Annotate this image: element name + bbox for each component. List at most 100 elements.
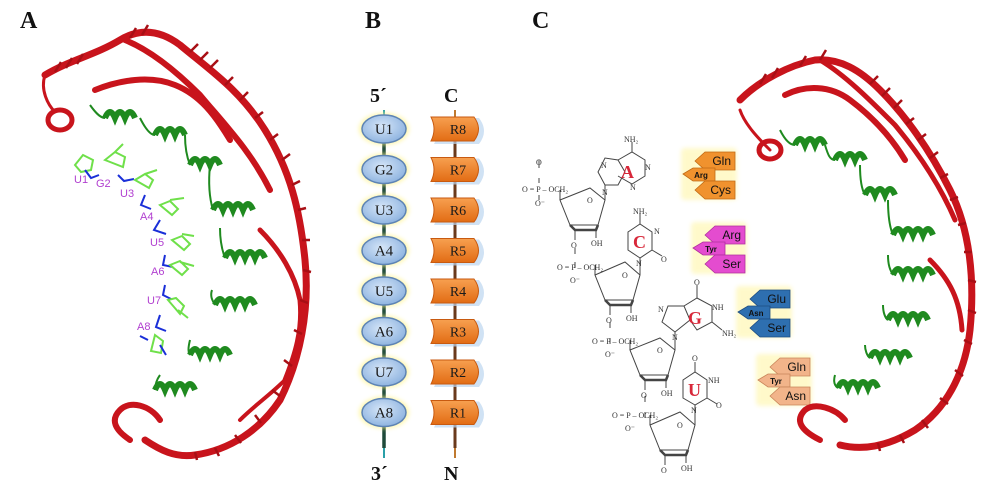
green-helix <box>152 126 188 143</box>
chem-n: N <box>658 305 664 314</box>
green-helices <box>792 136 936 396</box>
code-mid-residue: Tyr <box>770 377 782 386</box>
code-bottom-arrow <box>769 386 811 406</box>
green-helix <box>835 379 881 396</box>
code-top-residue: Arg <box>722 228 741 242</box>
chem-n: N <box>630 183 636 192</box>
chem-o: O <box>641 391 647 400</box>
code-mid-arrow <box>757 373 791 388</box>
protein-repeat: R5 <box>430 238 484 266</box>
chem-ring-o: O <box>657 346 663 355</box>
protein-repeat-label: R6 <box>450 204 466 219</box>
nucleotide-label: U5 <box>150 237 164 249</box>
protein-repeat: R1 <box>430 400 484 428</box>
green-loops <box>779 129 894 389</box>
chem-oh: OH <box>681 464 693 473</box>
nucleotide-oval: U5 <box>359 275 409 307</box>
green-helix <box>222 249 268 266</box>
nucleotide-oval-label: A4 <box>375 244 394 260</box>
nucleotide-oval: U1 <box>359 113 409 145</box>
chem-oh: OH <box>591 239 603 248</box>
protein-repeat: R6 <box>430 197 484 225</box>
chem-n: N <box>602 188 608 197</box>
chem-n: N <box>636 259 642 268</box>
green-helix <box>862 186 898 203</box>
code-mid-residue: Arg <box>694 171 708 180</box>
green-loops <box>89 104 226 391</box>
chem-nh2: NH₂ <box>624 135 639 144</box>
chem-nh: NH <box>712 303 724 312</box>
chem-o: O <box>692 354 698 363</box>
chem-n: N <box>672 333 678 342</box>
chem-oh: OH <box>661 389 673 398</box>
chem-nh2: NH₂ <box>633 207 648 216</box>
green-helix <box>187 346 233 363</box>
protein-c-terminus-label: C <box>444 85 458 107</box>
nucleotide-label: A4 <box>140 211 153 223</box>
code-bottom-arrow <box>749 318 791 338</box>
code-mid-arrow <box>692 241 726 256</box>
code-top-residue: Gln <box>712 154 731 168</box>
nucleotide-labels-a: U1 G2 U3 A4 U5 A6 U7 A8 <box>74 174 164 333</box>
code-mid-arrow <box>682 167 716 182</box>
chem-o-minus: O⁻ <box>625 424 635 433</box>
chem-n: N <box>601 161 607 170</box>
nucleotide-oval: U7 <box>359 356 409 388</box>
code-mid-residue: Asn <box>748 309 763 318</box>
nucleotide-oval-label: U5 <box>375 284 393 300</box>
green-helix <box>210 201 256 218</box>
code-bottom-residue: Cys <box>710 183 731 197</box>
chem-nh2: NH₂ <box>722 329 737 338</box>
protein-repeat: R7 <box>430 157 484 185</box>
code-top-residue: Gln <box>787 360 806 374</box>
chem-nh: NH <box>708 376 720 385</box>
green-helix <box>212 296 258 313</box>
chem-phosphate: O = P – OCH₂ <box>592 337 638 346</box>
base-letter-c: C <box>633 232 646 252</box>
chem-ring-o: O <box>677 421 683 430</box>
protein-repeat-label: R3 <box>450 326 466 341</box>
protein-repeat-label: R8 <box>450 123 466 138</box>
code-bottom-residue: Ser <box>767 321 786 335</box>
nucleotide-label: U1 <box>74 174 88 186</box>
base-letter-g: G <box>688 308 702 328</box>
chem-o: O <box>571 241 577 250</box>
chem-oh: OH <box>626 314 638 323</box>
red-coil-small <box>756 138 784 162</box>
chem-o: O <box>606 316 612 325</box>
code-bottom-arrow <box>704 254 746 274</box>
chem-o: O <box>661 466 667 475</box>
nucleotide-label: G2 <box>96 178 111 190</box>
nucleotide-g-structure <box>609 285 723 390</box>
protein-repeat: R8 <box>430 116 484 144</box>
chem-phosphate: O = P – OCH₂ <box>557 263 603 272</box>
nucleotide-oval: A8 <box>359 396 409 429</box>
green-helix <box>890 226 936 243</box>
chem-n: N <box>645 163 651 172</box>
chem-o-minus: O⁻ <box>605 350 615 359</box>
nucleotide-label: U7 <box>147 295 161 307</box>
nucleotide-u-structure <box>644 362 718 465</box>
nucleotide-oval: A6 <box>359 315 409 348</box>
nucleotide-c-structure <box>574 214 663 315</box>
red-helix-arc <box>736 56 976 451</box>
nucleotide-oval-label: U7 <box>375 365 394 381</box>
chem-o-minus: O⁻ <box>570 276 580 285</box>
chem-o: O <box>694 278 700 287</box>
panel-a-protein-structure <box>41 24 312 461</box>
nucleotide-label: A6 <box>151 266 164 278</box>
protein-repeat: R4 <box>430 278 484 306</box>
protein-repeat-label: R2 <box>450 366 466 381</box>
green-helix <box>152 381 198 398</box>
chem-phosphate: O = P – OCH₂ <box>612 411 658 420</box>
code-top-residue: Glu <box>767 292 786 306</box>
green-helices <box>102 109 268 398</box>
